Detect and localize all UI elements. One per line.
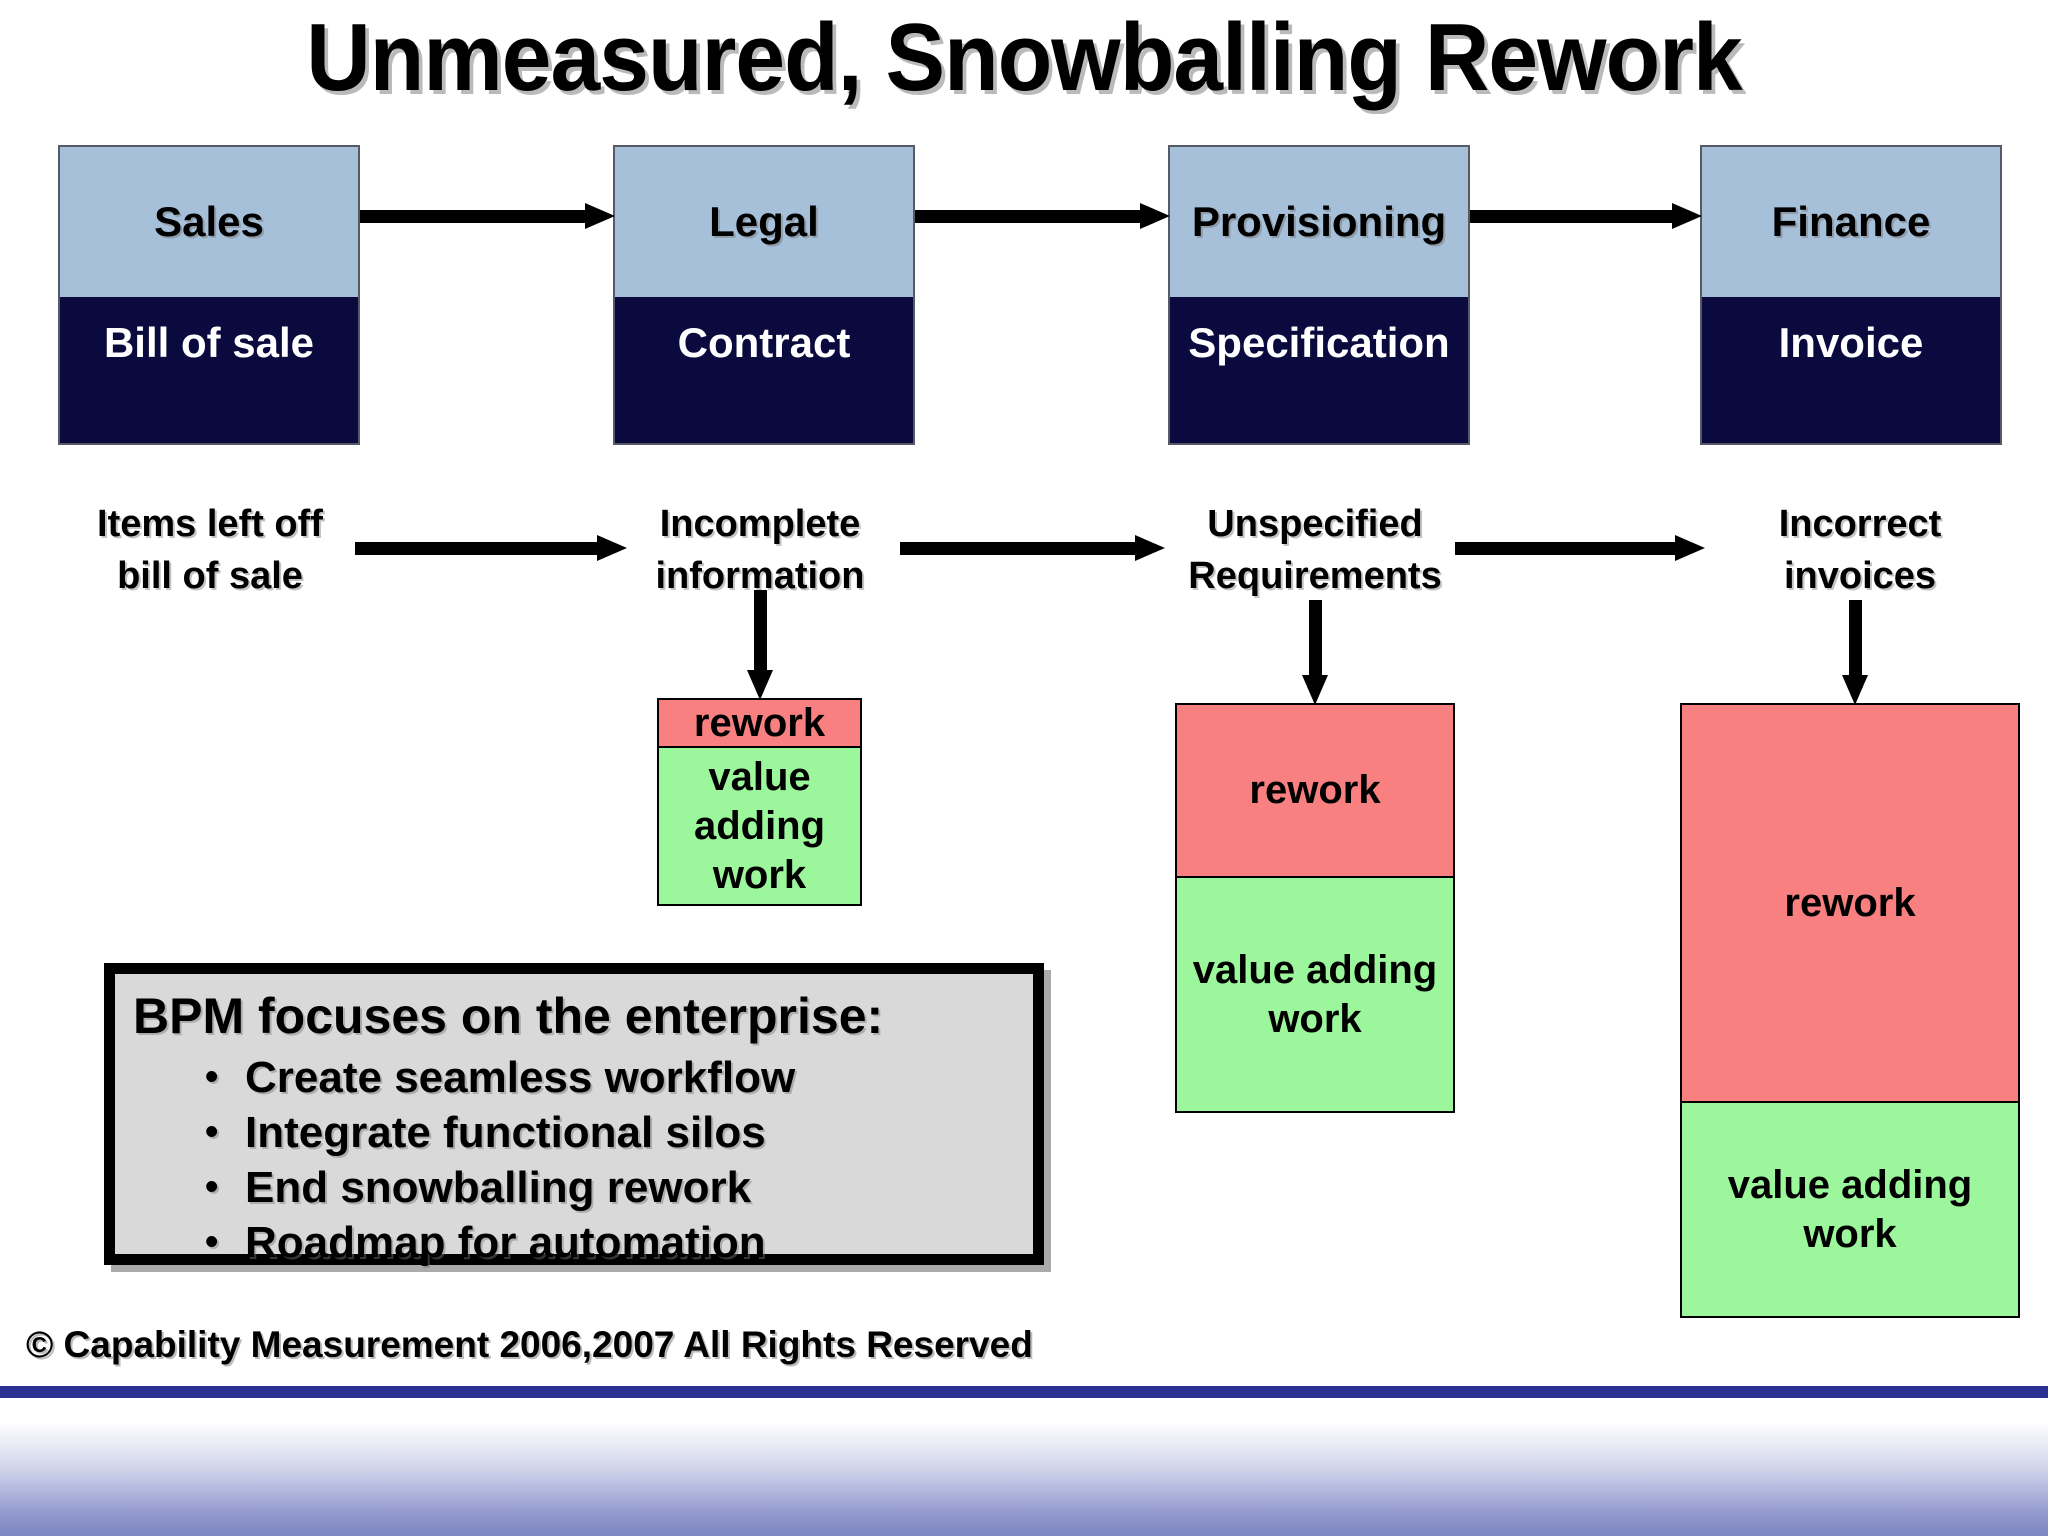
arrow-head	[1140, 203, 1170, 229]
work-stack-incorrect-invoices: rework value adding work	[1680, 703, 2020, 1318]
arrow-right-icon	[355, 535, 627, 561]
arrow-down-icon	[1302, 600, 1328, 705]
arrow-right-icon	[360, 203, 615, 229]
rework-segment-label: rework	[1784, 880, 1916, 925]
process-function-label: Sales	[154, 198, 264, 245]
defect-label-line1: Incomplete	[659, 503, 861, 545]
arrow-head	[585, 203, 615, 229]
process-function-cell: Provisioning	[1170, 147, 1468, 297]
rework-segment: rework	[1680, 703, 2020, 1103]
arrow-shaft	[900, 542, 1135, 555]
defect-label-line1: Incorrect	[1778, 503, 1942, 545]
bpm-callout-heading: BPM focuses on the enterprise:	[133, 988, 884, 1044]
defect-label-items-left-off: Items left off bill of sale	[45, 498, 375, 602]
rework-segment: rework	[1175, 703, 1455, 878]
footer-accent-line	[0, 1386, 2048, 1399]
process-artifact-label: Invoice	[1778, 319, 1924, 366]
arrow-shaft	[1455, 542, 1675, 555]
process-artifact-label: Bill of sale	[103, 319, 315, 366]
process-box-provisioning: Provisioning Specification	[1168, 145, 1470, 445]
process-function-label: Finance	[1771, 198, 1931, 245]
footer-bar: 2 0 0 7 Transformation and Innovation 20…	[0, 1398, 2048, 1536]
arrow-shaft	[1849, 600, 1862, 675]
arrow-head	[1672, 203, 1702, 229]
arrow-head	[1302, 675, 1328, 705]
value-adding-segment: value adding work	[1175, 878, 1455, 1113]
arrow-head	[597, 535, 627, 561]
arrow-head	[1135, 535, 1165, 561]
arrow-down-icon	[747, 590, 773, 700]
defect-label-incomplete-information: Incomplete information	[595, 498, 925, 602]
process-artifact-cell: Invoice	[1702, 297, 2000, 443]
list-item-label: Roadmap for automation	[245, 1218, 766, 1267]
process-box-finance: Finance Invoice	[1700, 145, 2002, 445]
bpm-callout-box: BPM focuses on the enterprise: • Create …	[104, 963, 1044, 1267]
work-stack-unspecified-requirements: rework value adding work	[1175, 703, 1455, 1113]
rework-segment-label: rework	[1249, 768, 1381, 812]
process-artifact-cell: Bill of sale	[60, 297, 358, 443]
list-item-label: End snowballing rework	[245, 1163, 752, 1212]
process-function-cell: Legal	[615, 147, 913, 297]
process-artifact-label: Contract	[677, 319, 851, 366]
defect-label-line1: Unspecified	[1207, 503, 1423, 545]
bullet-icon: •	[205, 1056, 219, 1098]
rework-segment-label: rework	[693, 700, 826, 745]
work-stack-incomplete-information: rework value adding work	[657, 698, 862, 906]
value-adding-segment-label: value adding work	[1727, 1162, 1973, 1256]
process-function-label: Legal	[709, 198, 819, 245]
arrow-head	[1842, 675, 1868, 705]
arrow-shaft	[754, 590, 767, 670]
defect-label-unspecified-requirements: Unspecified Requirements	[1150, 498, 1480, 602]
list-item: • Roadmap for automation	[205, 1215, 1015, 1270]
bullet-icon: •	[205, 1166, 219, 1208]
arrow-shaft	[915, 210, 1140, 223]
value-adding-segment: value adding work	[657, 748, 862, 906]
defect-label-line1: Items left off	[97, 503, 323, 545]
process-function-cell: Sales	[60, 147, 358, 297]
defect-label-line2: bill of sale	[117, 555, 303, 597]
defect-label-incorrect-invoices: Incorrect invoices	[1695, 498, 2025, 602]
arrow-shaft	[360, 210, 585, 223]
rework-segment: rework	[657, 698, 862, 748]
arrow-right-icon	[1455, 535, 1705, 561]
defect-label-line2: Requirements	[1188, 555, 1442, 597]
process-artifact-cell: Contract	[615, 297, 913, 443]
arrow-head	[747, 670, 773, 700]
process-function-label: Provisioning	[1191, 198, 1447, 245]
bullet-icon: •	[205, 1221, 219, 1263]
process-artifact-cell: Specification	[1170, 297, 1468, 443]
copyright-notice: © Capability Measurement 2006,2007 All R…	[26, 1324, 1033, 1365]
value-adding-segment: value adding work	[1680, 1103, 2020, 1318]
arrow-down-icon	[1842, 600, 1868, 705]
bpm-callout-list: • Create seamless workflow • Integrate f…	[133, 1050, 1015, 1270]
arrow-right-icon	[900, 535, 1165, 561]
arrow-shaft	[1309, 600, 1322, 675]
process-function-cell: Finance	[1702, 147, 2000, 297]
list-item: • Create seamless workflow	[205, 1050, 1015, 1105]
arrow-shaft	[1470, 210, 1672, 223]
process-artifact-label: Specification	[1188, 319, 1450, 366]
arrow-shaft	[355, 542, 597, 555]
value-adding-segment-label: value adding work	[693, 754, 826, 897]
process-box-sales: Sales Bill of sale	[58, 145, 360, 445]
list-item: • Integrate functional silos	[205, 1105, 1015, 1160]
list-item: • End snowballing rework	[205, 1160, 1015, 1215]
arrow-right-icon	[915, 203, 1170, 229]
arrow-head	[1675, 535, 1705, 561]
list-item-label: Integrate functional silos	[245, 1108, 766, 1157]
value-adding-segment-label: value adding work	[1192, 947, 1438, 1041]
arrow-right-icon	[1470, 203, 1702, 229]
process-box-legal: Legal Contract	[613, 145, 915, 445]
bullet-icon: •	[205, 1111, 219, 1153]
defect-label-line2: invoices	[1783, 555, 1937, 597]
slide-title: Unmeasured, Snowballing Rework	[306, 4, 1743, 111]
list-item-label: Create seamless workflow	[245, 1053, 796, 1102]
